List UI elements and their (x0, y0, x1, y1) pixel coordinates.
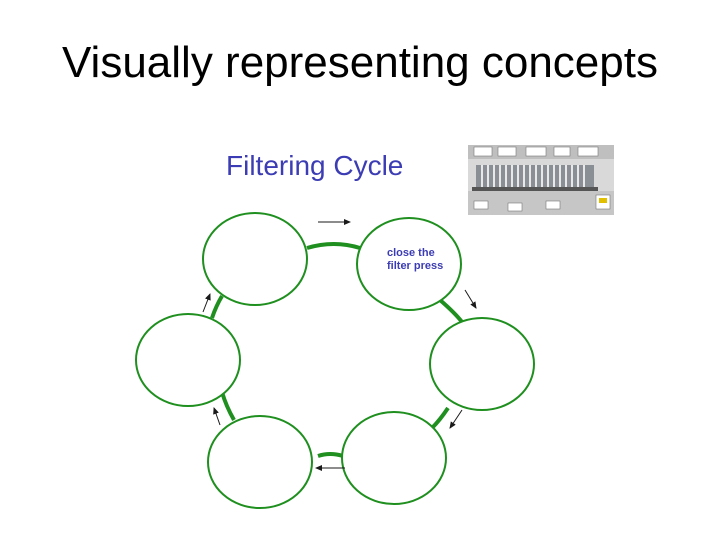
arrow-upper-left (202, 293, 211, 313)
cycle-arrows (202, 219, 477, 471)
connector-5-6 (220, 391, 236, 421)
connector-3-4 (430, 406, 450, 430)
slide-title: Visually representing concepts (62, 38, 658, 87)
cycle-node-6 (135, 313, 241, 407)
cycle-node-1-label: close the filter press (387, 247, 443, 273)
filter-press-photo (468, 145, 614, 215)
cycle-node-2 (356, 217, 462, 311)
cycle-node-4 (341, 411, 447, 505)
cycle-nodes (135, 212, 535, 509)
diagram-title: Filtering Cycle (226, 150, 404, 181)
arrow-upper-right (464, 289, 477, 309)
cycle-node-3 (429, 317, 535, 411)
cycle-node-label-line2: filter press (387, 260, 444, 272)
arrow-lower-right (449, 409, 463, 429)
cycle-node-5 (207, 415, 313, 509)
cycle-node-1 (202, 212, 308, 306)
connector-2-3 (438, 298, 464, 324)
arrow-lower-left (213, 407, 221, 426)
cycle-node-label-line1: close the (387, 247, 435, 259)
connector-6-1 (210, 294, 224, 319)
connector-1-2 (306, 242, 361, 250)
connector-4-5 (317, 452, 344, 458)
